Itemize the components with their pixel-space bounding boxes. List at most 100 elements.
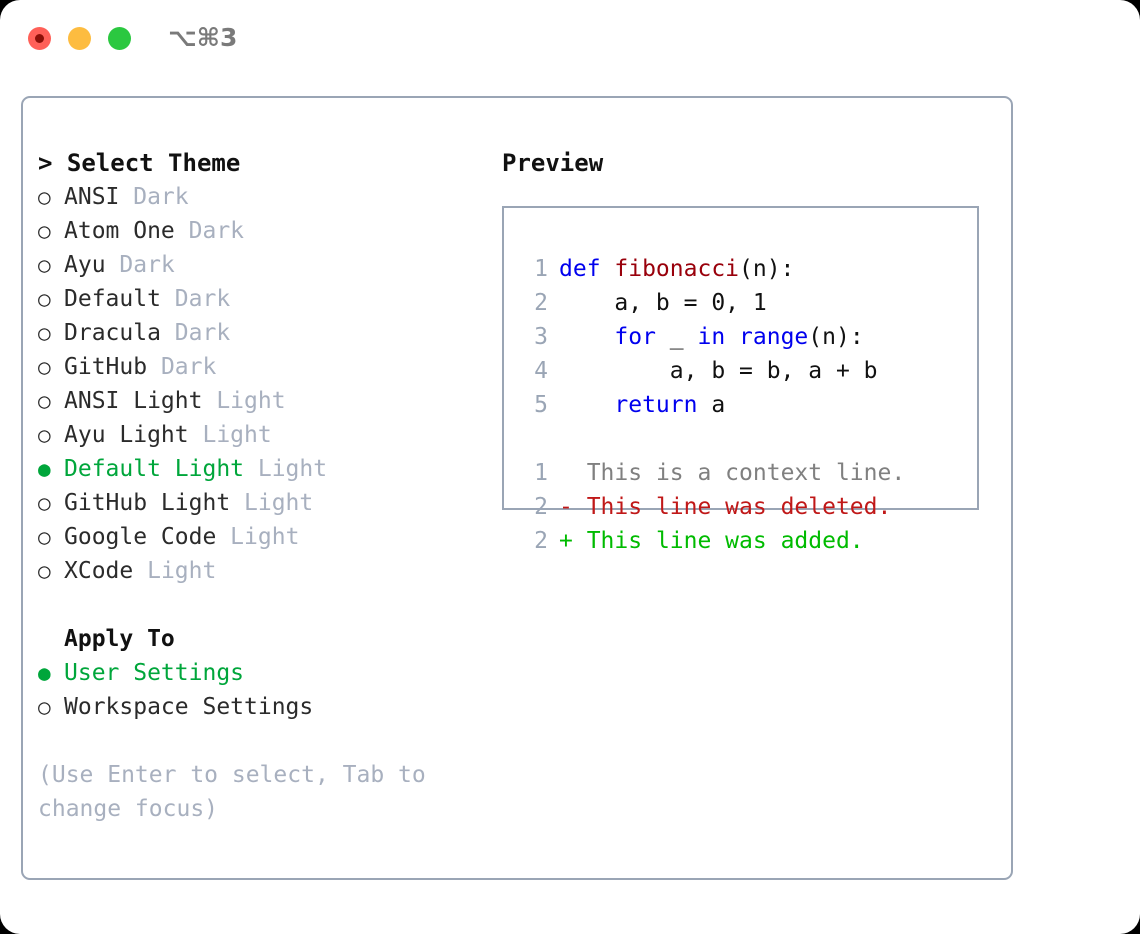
diff-sample: 1 This is a context line.2- This line wa…	[518, 456, 977, 558]
theme-option-tag: Light	[202, 388, 286, 414]
section-spacer	[38, 588, 488, 622]
theme-option-tag: Light	[216, 524, 300, 550]
code-line: 4 a, b = b, a + b	[518, 354, 977, 388]
code-token-plain	[725, 324, 739, 350]
theme-option-tag: Dark	[160, 286, 231, 312]
diff-line: 1 This is a context line.	[518, 456, 977, 490]
theme-option-ayu-light[interactable]: ○ Ayu Light Light	[38, 418, 488, 452]
code-token-plain	[559, 392, 614, 418]
radio-unselected-icon: ○	[38, 219, 51, 243]
preview-title: Preview	[502, 149, 604, 177]
diff-line: 2- This line was deleted.	[518, 490, 977, 524]
code-line-number: 4	[534, 358, 548, 384]
diff-line-number: 1	[534, 460, 548, 486]
theme-option-dracula[interactable]: ○ Dracula Dark	[38, 316, 488, 350]
code-token-kw: in	[697, 324, 726, 350]
theme-option-label: GitHub Light	[64, 490, 231, 516]
theme-option-tag: Dark	[160, 320, 231, 346]
apply-to-option-label: User Settings	[64, 660, 245, 686]
title-bar: ⌥⌘3	[0, 0, 1140, 78]
code-token-plain: a, b = 0, 1	[559, 290, 767, 316]
radio-selected-icon: ●	[38, 457, 51, 481]
code-token-fn: fibonacci	[614, 256, 740, 282]
theme-option-label: Dracula	[64, 320, 161, 346]
theme-option-ansi-light[interactable]: ○ ANSI Light Light	[38, 384, 488, 418]
maximize-window-button[interactable]	[108, 27, 131, 50]
theme-option-default[interactable]: ○Default Dark	[38, 282, 488, 316]
apply-to-option-label: Workspace Settings	[64, 694, 314, 720]
apply-to-option-user-settings[interactable]: ● User Settings	[38, 656, 488, 690]
apply-to-list[interactable]: ● User Settings ○ Workspace Settings	[38, 656, 488, 724]
theme-option-atom-one[interactable]: ○Atom One Dark	[38, 214, 488, 248]
theme-option-tag: Light	[188, 422, 272, 448]
radio-unselected-icon: ○	[38, 695, 51, 719]
code-line: 3 for _ in range(n):	[518, 320, 977, 354]
diff-marker: +	[559, 528, 587, 554]
diff-marker	[559, 456, 587, 490]
theme-option-tag: Light	[133, 558, 217, 584]
code-token-plain	[559, 324, 614, 350]
radio-unselected-icon: ○	[38, 321, 51, 345]
code-line-text: a, b = 0, 1	[559, 286, 767, 320]
theme-selector-column: > Select Theme ○ANSI Dark○Atom One Dark○…	[38, 146, 488, 826]
theme-option-label: ANSI	[64, 184, 120, 210]
diff-line-text: This line was added.	[586, 528, 864, 554]
code-blank-line	[518, 422, 977, 456]
radio-unselected-icon: ○	[38, 423, 51, 447]
code-token-plain: a, b = b, a + b	[559, 358, 878, 384]
diff-line: 2+ This line was added.	[518, 524, 977, 558]
code-token-plain: a	[697, 392, 726, 418]
radio-unselected-icon: ○	[38, 491, 51, 515]
theme-option-label: Default Light	[64, 456, 245, 482]
theme-option-default-light[interactable]: ● Default Light Light	[38, 452, 488, 486]
apply-to-option-workspace-settings[interactable]: ○ Workspace Settings	[38, 690, 488, 724]
theme-option-label: Atom One	[64, 218, 175, 244]
keyboard-shortcut-label: ⌥⌘3	[168, 23, 238, 52]
code-line-number: 1	[534, 256, 548, 282]
close-window-button[interactable]	[28, 27, 51, 50]
theme-option-label: XCode	[64, 558, 134, 584]
code-line-text: for _ in range(n):	[559, 320, 864, 354]
theme-option-label: ANSI Light	[64, 388, 203, 414]
radio-unselected-icon: ○	[38, 355, 51, 379]
theme-option-label: Ayu Light	[64, 422, 189, 448]
code-token-kw: def	[559, 256, 615, 282]
code-line-text: a, b = b, a + b	[559, 354, 878, 388]
code-line-number: 3	[534, 324, 548, 350]
theme-option-github[interactable]: ○GitHub Dark	[38, 350, 488, 384]
code-line-number: 5	[534, 392, 548, 418]
theme-option-tag: Dark	[119, 184, 189, 210]
code-line-text: return a	[559, 388, 725, 422]
code-token-plain: _	[655, 324, 698, 350]
radio-unselected-icon: ○	[38, 185, 51, 209]
theme-option-ansi[interactable]: ○ ANSI Dark	[38, 180, 488, 214]
radio-selected-icon: ●	[38, 661, 51, 685]
code-token-kw: return	[614, 392, 698, 418]
code-token-plain: (n):	[739, 256, 795, 282]
radio-unselected-icon: ○	[38, 253, 51, 277]
diff-line-text: This is a context line.	[586, 460, 906, 486]
theme-option-label: Ayu	[64, 252, 106, 278]
theme-option-github-light[interactable]: ○ GitHub Light Light	[38, 486, 488, 520]
theme-option-ayu[interactable]: ○ Ayu Dark	[38, 248, 488, 282]
theme-option-google-code[interactable]: ○ Google Code Light	[38, 520, 488, 554]
select-theme-heading: > Select Theme	[38, 149, 241, 177]
diff-marker: -	[559, 494, 587, 520]
radio-unselected-icon: ○	[38, 525, 51, 549]
theme-option-xcode[interactable]: ○XCode Light	[38, 554, 488, 588]
radio-unselected-icon: ○	[38, 389, 51, 413]
theme-option-label: GitHub	[64, 354, 148, 380]
theme-option-tag: Light	[230, 490, 314, 516]
theme-option-label: Google Code	[64, 524, 217, 550]
apply-to-heading: Apply To	[64, 626, 175, 652]
theme-option-tag: Dark	[105, 252, 175, 278]
code-token-plain: (n):	[808, 324, 864, 350]
theme-list[interactable]: ○ANSI Dark○Atom One Dark○Ayu Dark○Defaul…	[38, 180, 488, 588]
code-token-kw: for	[614, 324, 656, 350]
minimize-window-button[interactable]	[68, 27, 91, 50]
code-line: 2 a, b = 0, 1	[518, 286, 977, 320]
theme-option-tag: Light	[244, 456, 328, 482]
code-line: 1 def fibonacci(n):	[518, 252, 977, 286]
